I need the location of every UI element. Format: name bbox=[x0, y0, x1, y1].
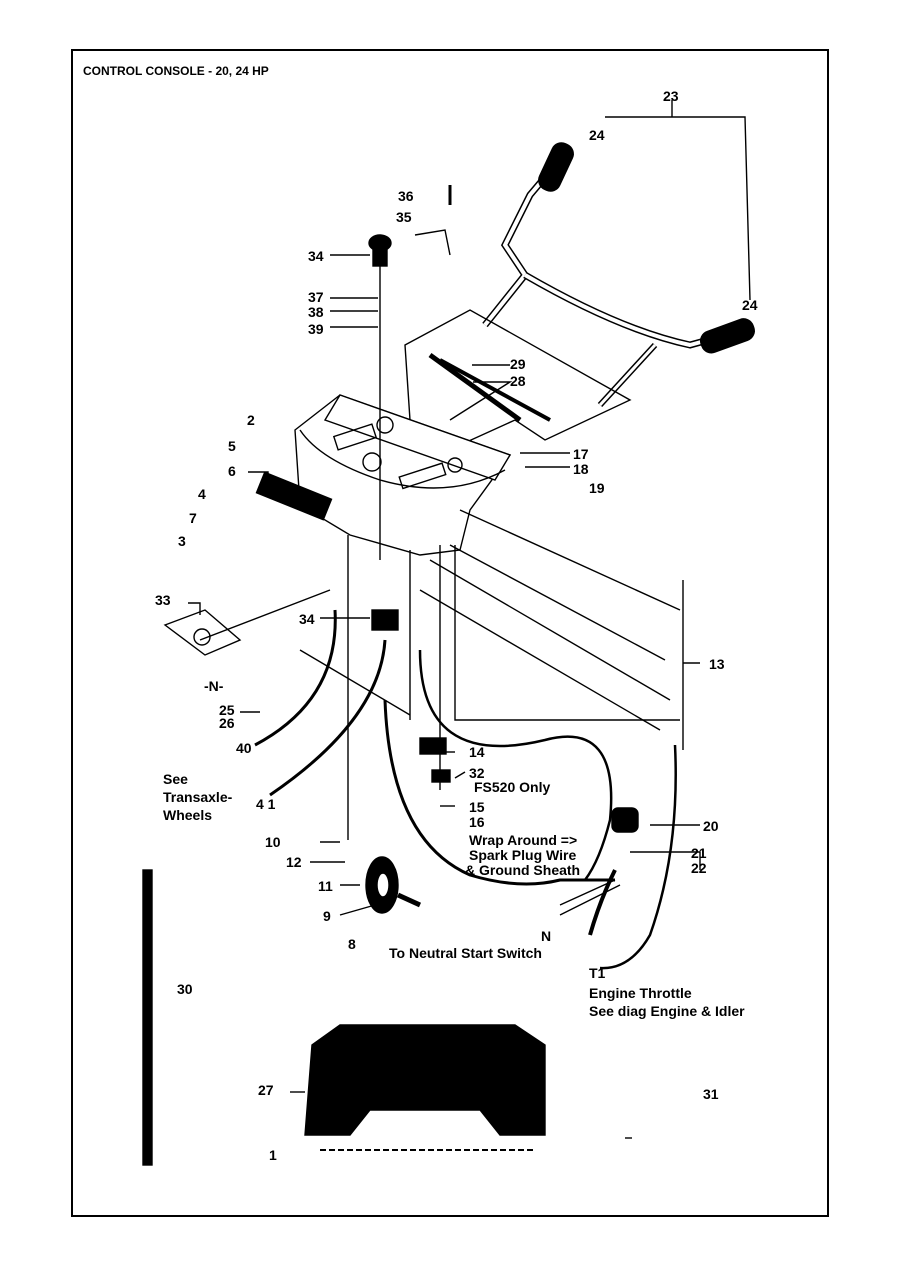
note-engine-throttle: Engine Throttle bbox=[589, 985, 692, 1001]
callout-30: 30 bbox=[177, 981, 193, 997]
callout-33: 33 bbox=[155, 592, 171, 608]
note-wrap-line1: Wrap Around => bbox=[469, 832, 578, 848]
callout-4: 4 bbox=[198, 486, 206, 502]
cable-41 bbox=[269, 639, 387, 797]
callout-5: 5 bbox=[228, 438, 236, 454]
callout-14: 14 bbox=[469, 744, 485, 760]
callout-6: 6 bbox=[228, 463, 236, 479]
callout-24-top: 24 bbox=[589, 127, 605, 143]
callout-T1: T1 bbox=[589, 965, 606, 981]
callout-3: 3 bbox=[178, 533, 186, 549]
callout-N-bottom: N bbox=[541, 928, 552, 944]
grip-right bbox=[699, 318, 755, 354]
callout-2: 2 bbox=[247, 412, 255, 428]
callout-18: 18 bbox=[573, 461, 589, 477]
note-wrap-line3: & Ground Sheath bbox=[465, 862, 581, 878]
callout-25: 25 bbox=[219, 702, 235, 718]
callout-1: 1 bbox=[269, 1147, 277, 1163]
callout-35: 35 bbox=[396, 209, 412, 225]
callout-40: 40 bbox=[236, 740, 252, 756]
callout-20: 20 bbox=[703, 818, 719, 834]
callout-13: 13 bbox=[709, 656, 725, 672]
switch-20 bbox=[611, 807, 639, 833]
callout-17: 17 bbox=[573, 446, 589, 462]
cable-40 bbox=[254, 609, 337, 747]
grip-top bbox=[538, 142, 574, 192]
note-neutral-switch: To Neutral Start Switch bbox=[389, 945, 542, 961]
decal-6 bbox=[255, 471, 333, 521]
callout-24-right: 24 bbox=[742, 297, 758, 313]
note-see-transaxle-line1: See bbox=[163, 771, 188, 787]
callout-8: 8 bbox=[348, 936, 356, 952]
callout-26: 26 bbox=[219, 715, 235, 731]
callout-16: 16 bbox=[469, 814, 485, 830]
callout-11: 11 bbox=[318, 878, 333, 894]
note-see-transaxle-line2: Transaxle- bbox=[163, 789, 233, 805]
callout-36: 36 bbox=[398, 188, 414, 204]
callout-23: 23 bbox=[663, 88, 679, 104]
callout-41: 4 1 bbox=[256, 796, 276, 812]
cable-neutral bbox=[383, 699, 615, 886]
cable-throttle bbox=[599, 744, 677, 970]
callout-38: 38 bbox=[308, 304, 324, 320]
callout-27: 27 bbox=[258, 1082, 274, 1098]
handle-bar bbox=[482, 147, 746, 408]
callout-10: 10 bbox=[265, 834, 281, 850]
note-fs520: FS520 Only bbox=[474, 779, 551, 795]
callout-N: -N- bbox=[204, 678, 224, 694]
callout-7: 7 bbox=[189, 510, 197, 526]
note-see-diag-engine: See diag Engine & Idler bbox=[589, 1003, 745, 1019]
callout-32: 32 bbox=[469, 765, 485, 781]
diagram-title: CONTROL CONSOLE - 20, 24 HP bbox=[83, 64, 269, 78]
callout-28: 28 bbox=[510, 373, 526, 389]
callout-9: 9 bbox=[323, 908, 331, 924]
diagram-frame bbox=[71, 49, 829, 1217]
callout-15: 15 bbox=[469, 799, 485, 815]
decal-27 bbox=[304, 1024, 546, 1136]
cable-20 bbox=[418, 649, 613, 881]
callout-29: 29 bbox=[510, 356, 526, 372]
callout-31: 31 bbox=[703, 1086, 719, 1102]
decal-29 bbox=[439, 358, 551, 422]
callout-39: 39 bbox=[308, 321, 324, 337]
callout-22: 22 bbox=[691, 860, 707, 876]
callout-12: 12 bbox=[286, 854, 302, 870]
note-wrap-line2: Spark Plug Wire bbox=[469, 847, 577, 863]
callout-21: 21 bbox=[691, 845, 707, 861]
bracket-33 bbox=[163, 609, 242, 656]
note-see-transaxle-line3: Wheels bbox=[163, 807, 213, 823]
callout-37: 37 bbox=[308, 289, 324, 305]
callout-34-mid: 34 bbox=[299, 611, 315, 627]
callout-34-top: 34 bbox=[308, 248, 324, 264]
callout-19: 19 bbox=[589, 480, 605, 496]
scale-bar-30 bbox=[142, 869, 153, 1166]
